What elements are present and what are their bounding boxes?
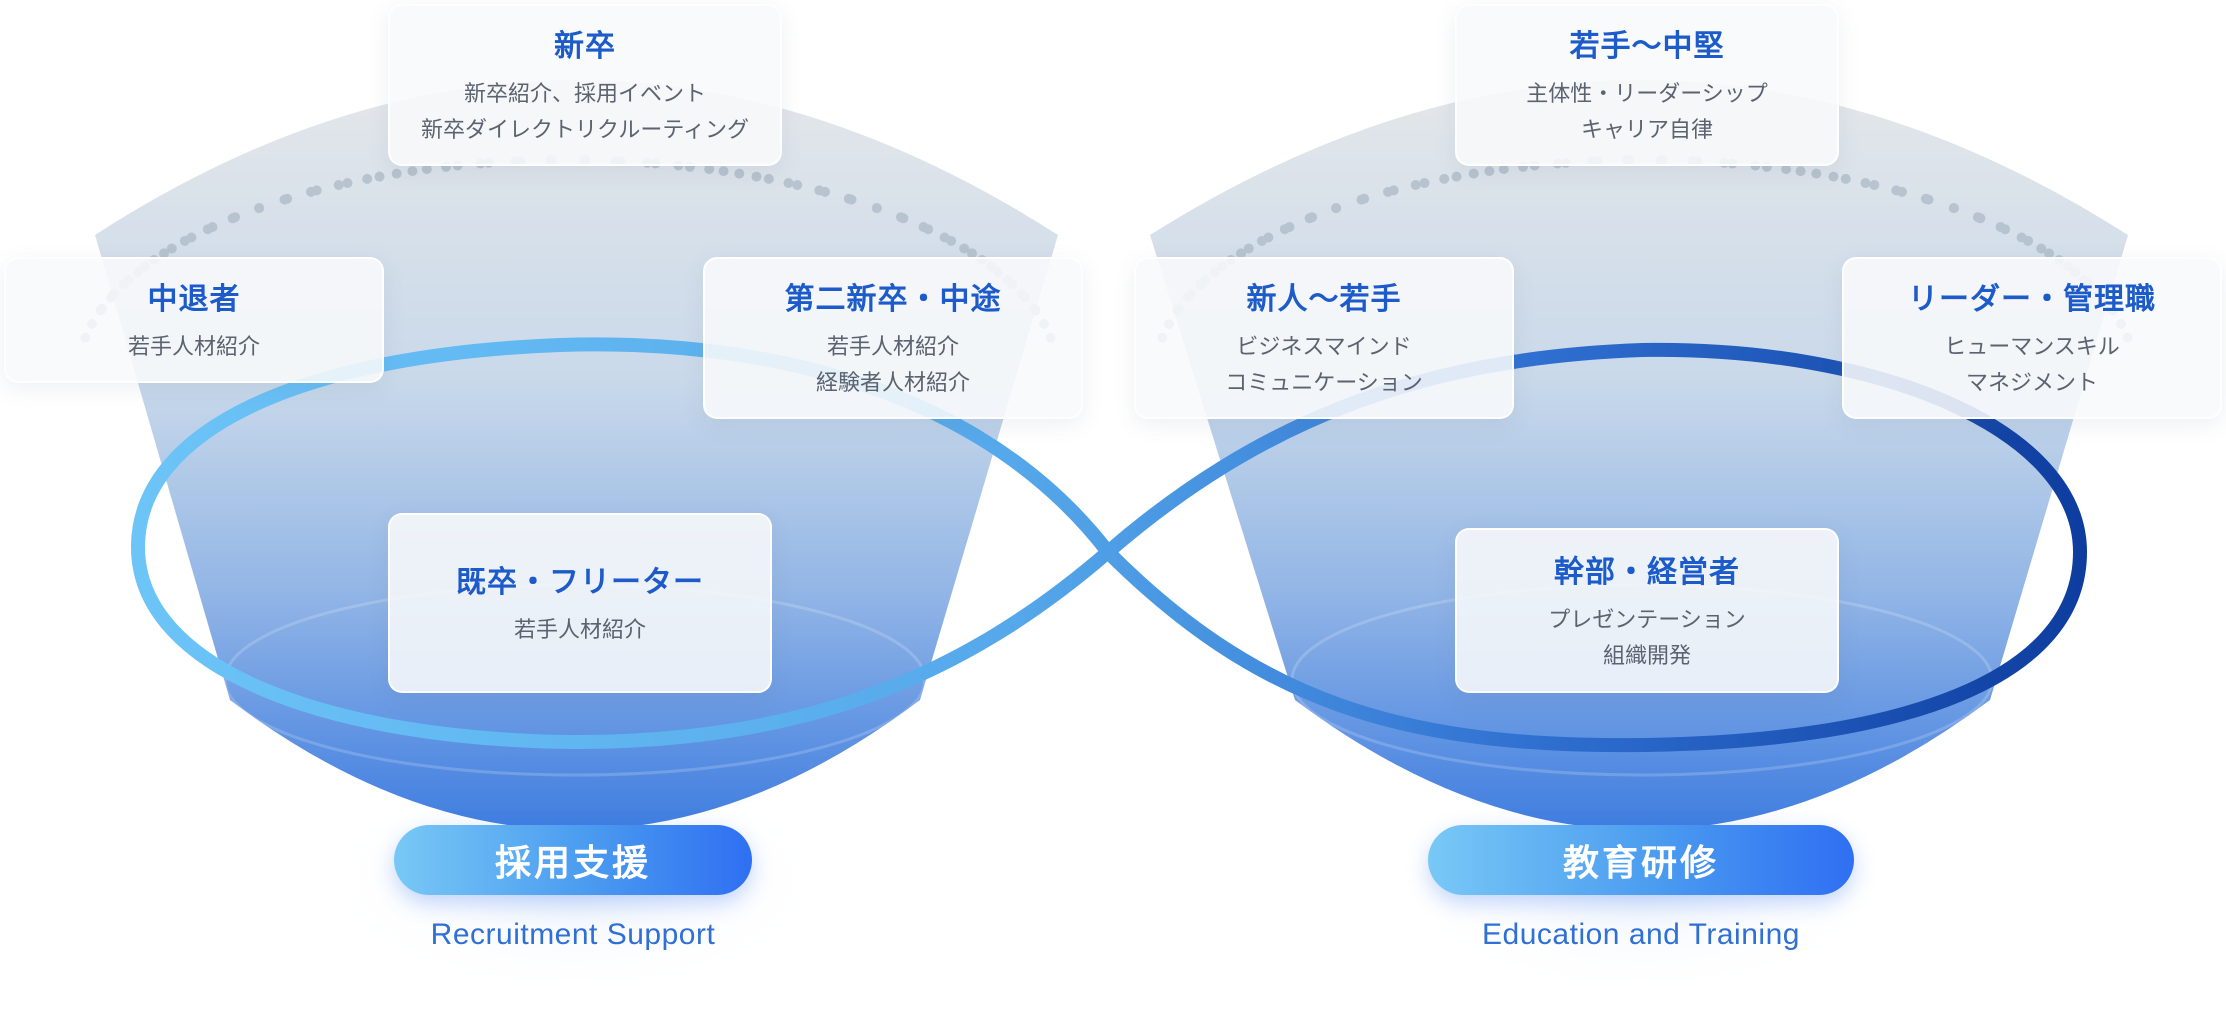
- orbit-dot: [1410, 180, 1421, 190]
- orbit-dot: [783, 178, 794, 188]
- card-kanbu-keieisha: 幹部・経営者 プレゼンテーション 組織開発: [1455, 528, 1839, 693]
- card-line: 若手人材紹介: [826, 335, 959, 360]
- recruitment-support-label-en: Recruitment Support: [430, 918, 716, 951]
- funnel-left: [95, 80, 1058, 830]
- card-title: 若手〜中堅: [1569, 29, 1725, 64]
- funnel-right: [1150, 80, 2128, 830]
- card-title: 新人〜若手: [1246, 282, 1402, 317]
- orbit-dot: [814, 185, 825, 196]
- orbit-dot: [1279, 224, 1290, 235]
- orbit-dot: [1860, 178, 1871, 188]
- orbit-dot: [421, 164, 432, 175]
- card-line: 経験者人材紹介: [815, 371, 970, 396]
- recruitment-support-pill: 採用支援: [394, 825, 752, 895]
- orbit-dot: [792, 180, 803, 190]
- card-line: 若手人材紹介: [513, 618, 646, 643]
- orbit-dot: [923, 224, 934, 235]
- card-title: 第二新卒・中途: [784, 282, 1002, 317]
- orbit-dot: [871, 203, 882, 214]
- orbit-dot: [1840, 173, 1851, 184]
- orbit-dot: [1975, 213, 1986, 224]
- orbit-dot: [1439, 173, 1450, 184]
- card-title: 既卒・フリーター: [456, 565, 704, 600]
- orbit-dot: [1451, 171, 1462, 182]
- orbit-dot: [1304, 213, 1315, 224]
- orbit-dot: [734, 168, 745, 179]
- card-title: リーダー・管理職: [1908, 282, 2156, 317]
- orbit-dot: [1869, 180, 1880, 190]
- card-shinjin-wakate: 新人〜若手 ビジネスマインド コミュニケーション: [1134, 257, 1514, 419]
- orbit-dot: [159, 248, 169, 259]
- orbit-dot: [1795, 166, 1806, 177]
- orbit-dot: [1359, 193, 1370, 204]
- orbit-dot: [1920, 193, 1931, 204]
- orbit-dot: [704, 164, 715, 175]
- orbit-dot: [1484, 166, 1495, 177]
- orbit-dot: [166, 243, 177, 254]
- orbit-dot: [311, 185, 322, 196]
- orbit-dot: [333, 180, 344, 190]
- orbit-dot: [2023, 235, 2034, 246]
- card-title: 幹部・経営者: [1554, 554, 1740, 590]
- card-line: 新卒紹介、採用イベント: [463, 82, 706, 107]
- education-training-pill: 教育研修: [1428, 825, 1854, 895]
- orbit-dot: [898, 213, 909, 224]
- card-line: 主体性・リーダーシップ: [1526, 82, 1768, 107]
- orbit-dot: [2000, 224, 2011, 235]
- orbit-dot: [227, 213, 238, 224]
- orbit-dot: [1498, 164, 1509, 175]
- orbit-dot: [718, 166, 729, 177]
- orbit-dot: [202, 224, 213, 235]
- orbit-dot: [1828, 171, 1839, 182]
- orbit-dot: [1891, 185, 1902, 196]
- orbit-dot: [2044, 248, 2054, 259]
- orbit-dot: [362, 173, 373, 184]
- card-line: 新卒ダイレクトリクルーティング: [420, 118, 750, 143]
- card-line: キャリア自律: [1580, 118, 1713, 143]
- orbit-dot: [843, 193, 854, 204]
- orbit-dot: [179, 235, 190, 246]
- card-chutaisha: 中退者 若手人材紹介: [4, 257, 384, 383]
- orbit-dot: [946, 235, 957, 246]
- card-shinsotsu: 新卒 新卒紹介、採用イベント 新卒ダイレクトリクルーティング: [388, 4, 782, 166]
- orbit-dot: [374, 171, 385, 182]
- card-leader-kanrishoku: リーダー・管理職 ヒューマンスキル マネジメント: [1842, 257, 2222, 419]
- card-kisotsu: 既卒・フリーター 若手人材紹介: [388, 513, 772, 693]
- orbit-dot: [1468, 168, 1479, 179]
- orbit-dot: [967, 248, 977, 259]
- orbit-dot: [1331, 203, 1342, 214]
- orbit-dot: [1811, 168, 1822, 179]
- card-line: ヒューマンスキル: [1944, 335, 2120, 360]
- orbit-dot: [1419, 178, 1430, 188]
- orbit-dot: [342, 178, 353, 188]
- education-training-label-en: Education and Training: [1482, 918, 1800, 951]
- orbit-dot: [407, 166, 418, 177]
- card-line: コミュニケーション: [1225, 371, 1423, 396]
- orbit-dot: [2036, 243, 2047, 254]
- orbit-dot: [1243, 243, 1254, 254]
- orbit-dot: [1388, 185, 1399, 196]
- card-line: マネジメント: [1965, 371, 2098, 396]
- orbit-dot: [1256, 235, 1267, 246]
- card-line: プレゼンテーション: [1548, 607, 1746, 633]
- card-dainishinsotsu: 第二新卒・中途 若手人材紹介 経験者人材紹介: [703, 257, 1083, 419]
- card-line: 若手人材紹介: [127, 335, 260, 360]
- card-title: 新卒: [554, 29, 616, 64]
- orbit-dot: [391, 168, 402, 179]
- orbit-dot: [1236, 248, 1246, 259]
- card-line: ビジネスマインド: [1236, 335, 1412, 360]
- orbit-dot: [1781, 164, 1792, 175]
- card-line: 組織開発: [1602, 643, 1691, 669]
- card-title: 中退者: [147, 282, 241, 317]
- orbit-dot: [1948, 203, 1959, 214]
- orbit-dot: [751, 171, 762, 182]
- card-wakate-chuken: 若手〜中堅 主体性・リーダーシップ キャリア自律: [1455, 4, 1839, 166]
- orbit-dot: [959, 243, 970, 254]
- orbit-dot: [282, 193, 293, 204]
- orbit-dot: [763, 173, 774, 184]
- orbit-dot: [254, 203, 265, 214]
